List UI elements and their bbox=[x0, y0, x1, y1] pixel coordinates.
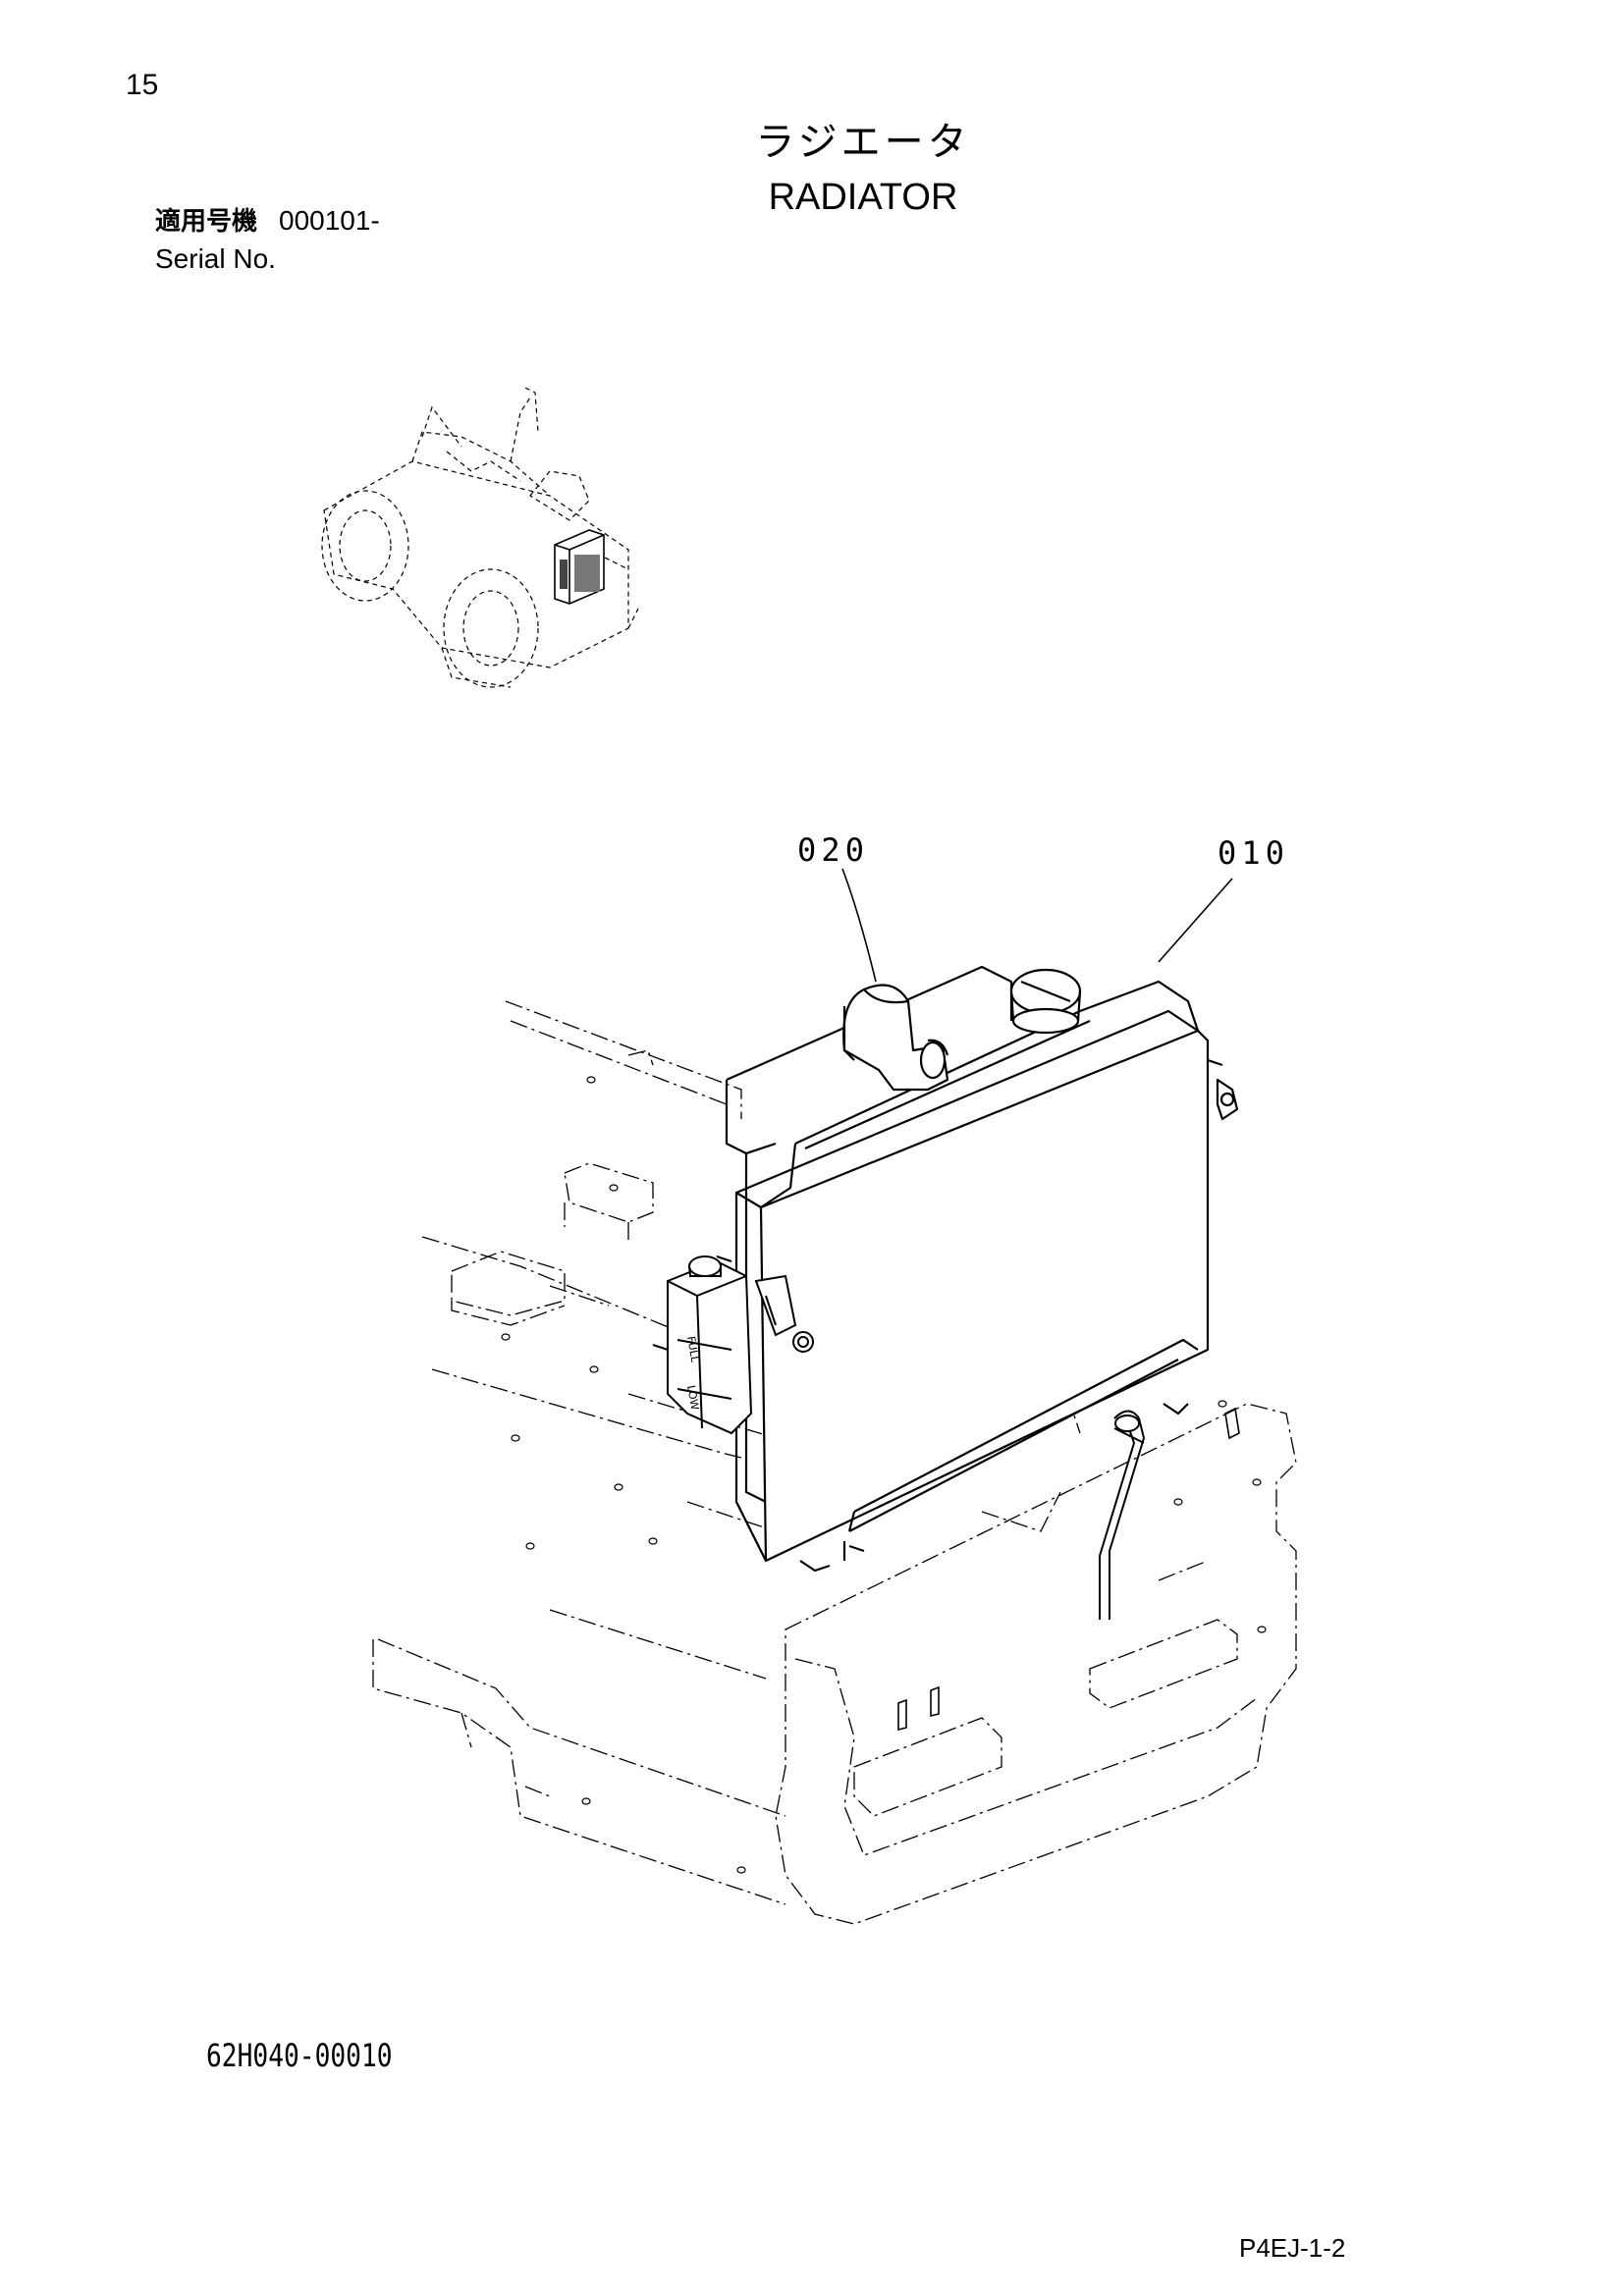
callout-leaders bbox=[841, 868, 1233, 983]
callout-020: 020 bbox=[797, 831, 864, 869]
callout-010: 010 bbox=[1218, 834, 1284, 872]
serial-line-japanese: 適用号機 000101- bbox=[155, 202, 380, 240]
locator-radiator-highlight bbox=[554, 529, 605, 605]
reservoir-low-mark: LOW bbox=[684, 1384, 701, 1411]
serial-value: 000101- bbox=[279, 205, 380, 236]
page-title: ラジエータ RADIATOR bbox=[0, 110, 1624, 219]
radiator-assembly bbox=[725, 965, 1239, 1573]
callout-leader-010 bbox=[1158, 878, 1233, 963]
figure-code: 62H040-00010 bbox=[206, 2037, 393, 2074]
page-number: 15 bbox=[126, 69, 159, 101]
serial-number-block: 適用号機 000101- Serial No. bbox=[155, 202, 380, 278]
frame-holes bbox=[501, 1076, 1267, 1874]
overflow-pipe bbox=[1099, 1410, 1146, 1620]
serial-label-english: Serial No. bbox=[155, 243, 276, 274]
document-reference: P4EJ-1-2 bbox=[1239, 2233, 1346, 2263]
page-title-english: RADIATOR bbox=[768, 177, 958, 218]
machine-locator-thumbnail bbox=[321, 387, 639, 688]
machine-frame-phantom bbox=[372, 1000, 1297, 1925]
callout-leader-020 bbox=[841, 868, 877, 983]
page-title-japanese: ラジエータ bbox=[755, 120, 971, 165]
serial-label-japanese: 適用号機 bbox=[155, 207, 258, 237]
reservoir-full-mark: FULL bbox=[684, 1335, 702, 1363]
bumper-studs bbox=[897, 1407, 1240, 1732]
reservoir-tank bbox=[652, 1255, 814, 1435]
